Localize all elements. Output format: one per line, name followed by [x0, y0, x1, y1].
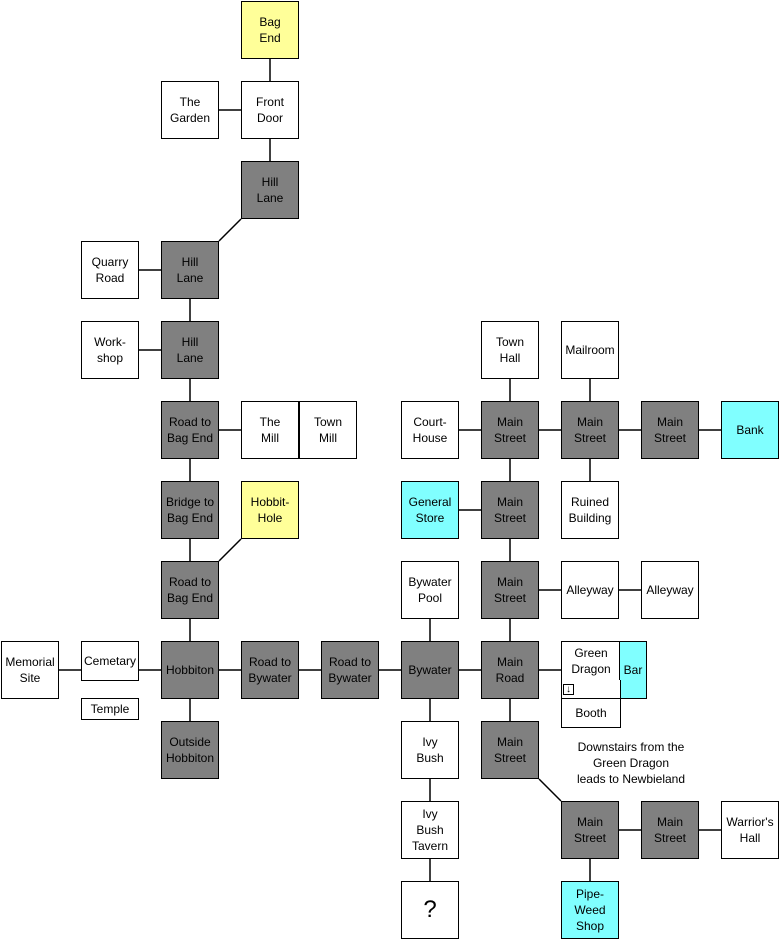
room-main-street-4: Main Street — [481, 481, 539, 539]
room-mailroom: Mailroom — [561, 321, 619, 379]
room-main-street-5: Main Street — [481, 561, 539, 619]
room-town-mill: Town Mill — [299, 401, 357, 459]
room-main-street-8: Main Street — [641, 801, 699, 859]
room-main-street-1: Main Street — [481, 401, 539, 459]
room-bag-end: Bag End — [241, 1, 299, 59]
room-court-house: Court- House — [401, 401, 459, 459]
room-ivy-bush-tavern: Ivy Bush Tavern — [401, 801, 459, 859]
room-bank: Bank — [721, 401, 779, 459]
room-hobbit-hole: Hobbit- Hole — [241, 481, 299, 539]
room-outside-hobbiton: Outside Hobbiton — [161, 721, 219, 779]
room-bywater-pool: Bywater Pool — [401, 561, 459, 619]
room-hill-lane-3: Hill Lane — [161, 321, 219, 379]
room-ivy-bush: Ivy Bush — [401, 721, 459, 779]
room-bywater: Bywater — [401, 641, 459, 699]
room-workshop: Work- shop — [81, 321, 139, 379]
room-hobbiton: Hobbiton — [161, 641, 219, 699]
room-road-to-bag-end-2: Road to Bag End — [161, 561, 219, 619]
arrow-down-icon: ↓ — [563, 684, 574, 695]
room-main-street-6: Main Street — [481, 721, 539, 779]
room-bar: Bar — [619, 641, 647, 699]
room-main-street-3: Main Street — [641, 401, 699, 459]
room-green-dragon: Green Dragon — [561, 641, 621, 681]
room-main-street-7: Main Street — [561, 801, 619, 859]
room-alleyway-1: Alleyway — [561, 561, 619, 619]
room-front-door: Front Door — [241, 81, 299, 139]
room-quarry-road: Quarry Road — [81, 241, 139, 299]
room-cemetary: Cemetary — [81, 641, 139, 681]
room-road-to-bywater-1: Road to Bywater — [241, 641, 299, 699]
room-pipe-weed-shop: Pipe- Weed Shop — [561, 881, 619, 939]
room-temple: Temple — [81, 698, 139, 720]
newbieland-note: Downstairs from the Green Dragon leads t… — [576, 740, 686, 786]
room-hill-lane-1: Hill Lane — [241, 161, 299, 219]
room-the-garden: The Garden — [161, 81, 219, 139]
room-warriors-hall: Warrior's Hall — [721, 801, 779, 859]
room-alleyway-2: Alleyway — [641, 561, 699, 619]
room-unknown: ? — [401, 881, 459, 939]
room-road-to-bywater-2: Road to Bywater — [321, 641, 379, 699]
room-bridge-to-bag-end: Bridge to Bag End — [161, 481, 219, 539]
room-road-to-bag-end-1: Road to Bag End — [161, 401, 219, 459]
room-memorial-site: Memorial Site — [1, 641, 59, 699]
room-main-road: Main Road — [481, 641, 539, 699]
room-hill-lane-2: Hill Lane — [161, 241, 219, 299]
room-ruined-building: Ruined Building — [561, 481, 619, 539]
room-general-store: General Store — [401, 481, 459, 539]
room-town-hall: Town Hall — [481, 321, 539, 379]
room-booth: Booth — [561, 698, 621, 728]
room-the-mill: The Mill — [241, 401, 299, 459]
room-main-street-2: Main Street — [561, 401, 619, 459]
